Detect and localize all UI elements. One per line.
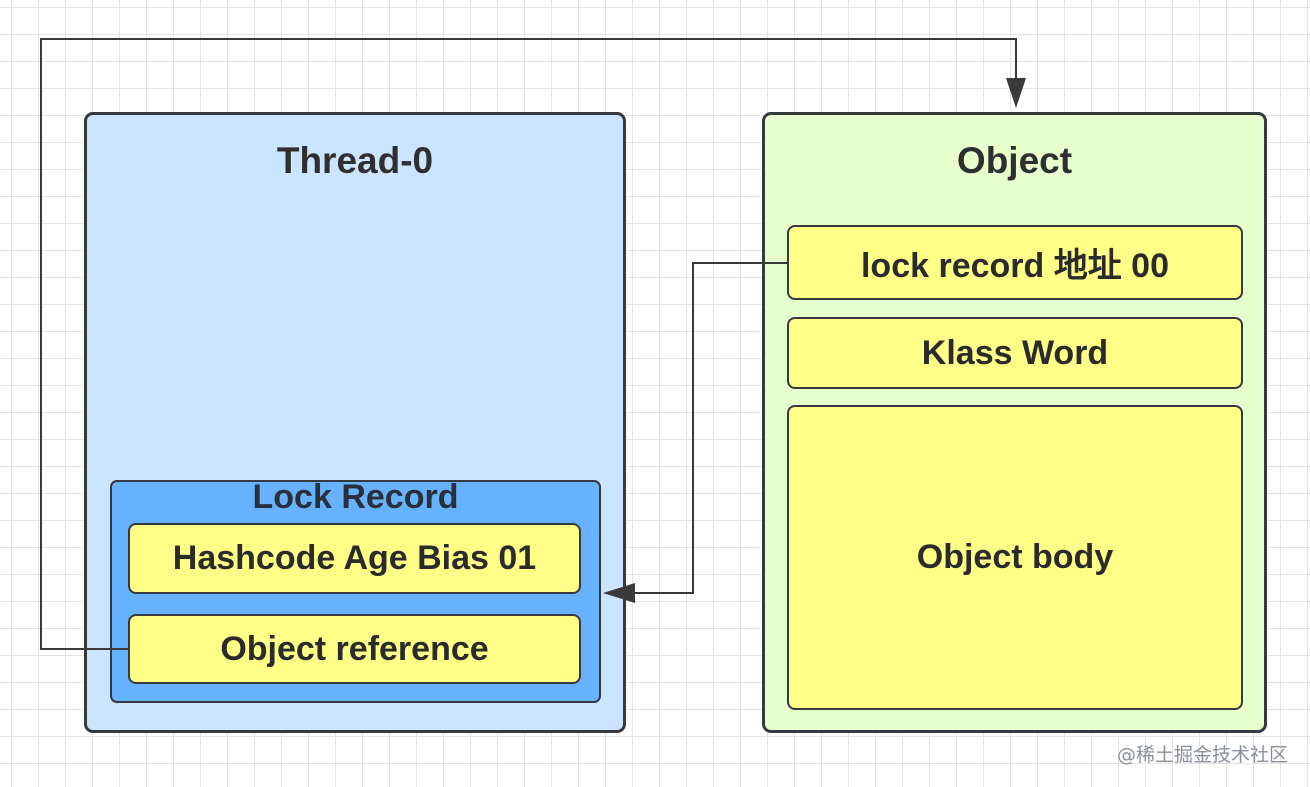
- lock-record-title: Lock Record: [252, 478, 459, 516]
- object-reference-cell: Object reference: [128, 614, 581, 684]
- object-mark-word-cell: lock record 地址 00: [787, 225, 1243, 300]
- object-reference-arrowhead: [1006, 78, 1026, 108]
- object-body-cell: Object body: [787, 405, 1243, 710]
- lock-record-mark-word-cell: Hashcode Age Bias 01: [128, 523, 581, 594]
- klass-word-cell: Klass Word: [787, 317, 1243, 389]
- thread-title: Thread-0: [276, 140, 434, 181]
- object-title: Object: [956, 140, 1073, 181]
- watermark: @稀土掘金技术社区: [1116, 744, 1288, 766]
